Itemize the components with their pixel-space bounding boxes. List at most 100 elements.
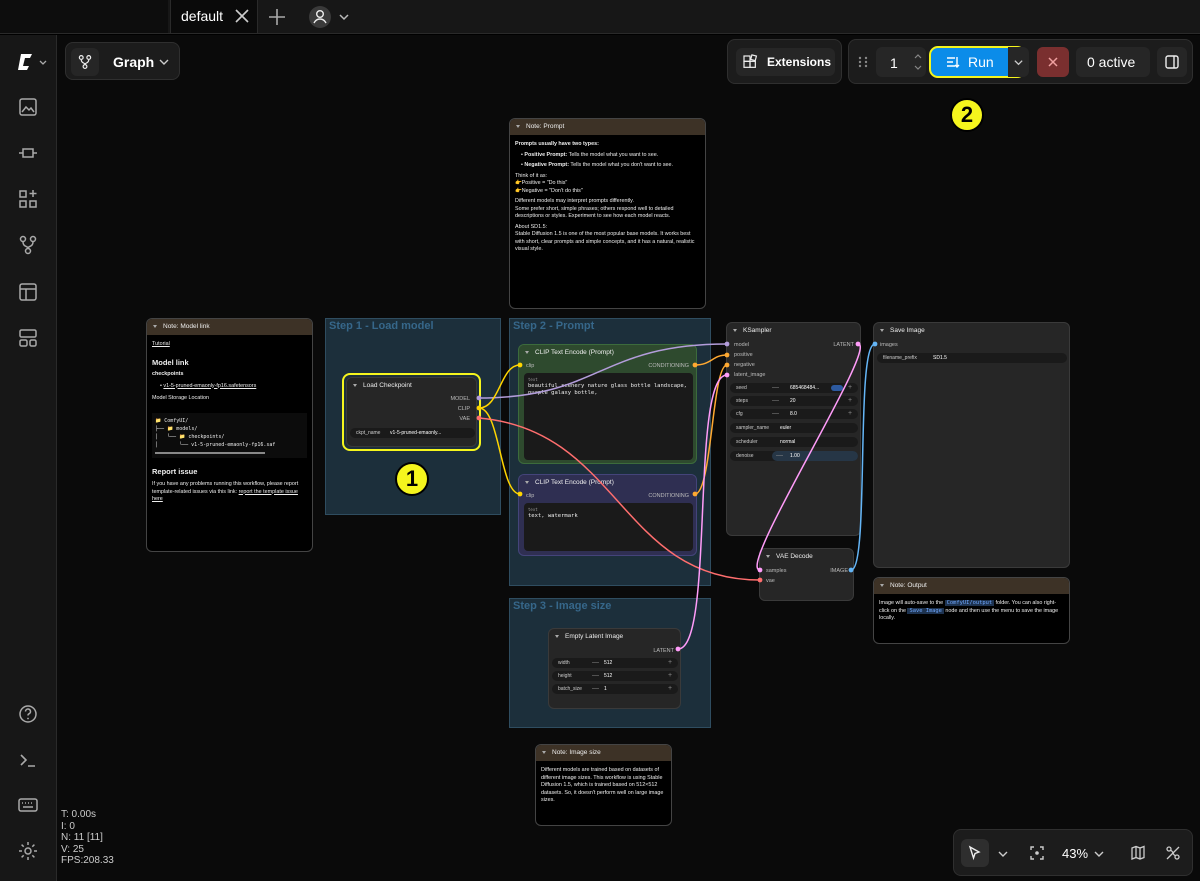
note-text: Stable Diffusion 1.5 is one of the most … [515,231,695,252]
seed-widget[interactable]: seed—685468484...+ [730,383,858,393]
input-negative[interactable]: negative [734,362,755,368]
node-load-checkpoint[interactable]: Load Checkpoint MODEL CLIP VAE ckpt_name… [346,377,477,447]
note-model-link[interactable]: Note: Model link Tutorial Model link che… [146,318,313,552]
node-ksampler[interactable]: KSampler model positive negative latent_… [726,322,861,536]
output-image[interactable]: IMAGE [830,568,848,574]
keyboard-icon[interactable] [16,793,40,817]
interrupt-button[interactable] [1037,47,1069,77]
input-positive[interactable]: positive [734,352,753,358]
fit-view-icon[interactable] [1029,845,1045,861]
code-line: ├── 📁 models/ [155,425,198,432]
canvas-controls: 43% [953,829,1193,876]
tab-label: default [181,8,224,24]
scrollbar[interactable] [155,451,265,454]
node-title: CLIP Text Encode (Prompt) [519,345,696,361]
chevron-down-icon[interactable] [997,848,1009,860]
templates-icon[interactable] [16,280,40,304]
input-images[interactable]: images [880,342,898,348]
output-model[interactable]: MODEL [450,396,470,402]
note-text: Tells the model what you don't want to s… [569,162,674,168]
note-text: Positive Prompt: [524,151,568,158]
input-model[interactable]: model [734,342,749,348]
user-icon[interactable] [306,4,352,30]
batch-count-input[interactable]: 1 [876,47,926,77]
models-icon[interactable] [16,141,40,165]
stat-fps: FPS:208.33 [61,855,114,866]
tutorial-link[interactable]: Tutorial [152,341,170,347]
node-vae-decode[interactable]: VAE Decode samples vae IMAGE [759,548,854,601]
hide-links-icon[interactable] [1165,845,1181,861]
layout-icon[interactable] [16,326,40,350]
highlight-box [342,373,481,451]
output-clip[interactable]: CLIP [457,406,470,412]
note-prompt[interactable]: Note: Prompt Prompts usually have two ty… [509,118,706,309]
input-clip[interactable]: clip [526,493,535,499]
widget-label: denoise [736,453,754,459]
comfy-logo-icon[interactable] [16,50,50,74]
stat-v: V: 25 [61,843,84,855]
widget-value: 20 [790,398,796,404]
queue-active-button[interactable]: 0 active [1076,47,1150,77]
node-empty-latent-image[interactable]: Empty Latent Image LATENT width—512+ hei… [548,628,681,709]
tab-blank[interactable] [0,0,168,33]
widget-value: euler [780,425,792,431]
chevron-down-icon[interactable] [1093,848,1105,860]
height-widget[interactable]: height—512+ [552,671,678,681]
output-latent[interactable]: LATENT [653,648,674,654]
workflows-icon[interactable] [16,233,40,257]
note-output[interactable]: Note: Output Image will auto-save to the… [873,577,1070,644]
prompt-textarea[interactable]: text beautiful scenery nature glass bott… [524,373,693,460]
code-line: │ └── 📁 checkpoints/ [155,433,225,440]
note-image-size[interactable]: Note: Image size Different models are tr… [535,744,672,826]
images-icon[interactable] [16,95,40,119]
close-icon[interactable] [233,7,251,25]
denoise-slider[interactable]: denoise—1.00 [730,451,858,461]
group-title: Step 1 - Load model [329,320,434,332]
ckpt-name-select[interactable]: ckpt_name v1-5-pruned-emaonly... [350,428,475,438]
input-vae[interactable]: vae [766,578,775,584]
output-vae[interactable]: VAE [459,416,470,422]
run-options-button[interactable] [1008,47,1029,77]
note-text: 👉Positive = "Do this" [515,180,568,186]
nodes-library-icon[interactable] [16,187,40,211]
tab-default[interactable]: default [170,0,258,33]
negative-prompt-textarea[interactable]: text text, watermark [524,503,693,551]
top-bar: default [0,0,1200,34]
select-tool-button[interactable] [961,839,989,867]
input-samples[interactable]: samples [766,568,787,574]
panel-toggle-button[interactable] [1157,47,1187,77]
terminal-icon[interactable] [16,748,40,772]
node-clip-text-encode-negative[interactable]: CLIP Text Encode (Prompt) clip CONDITION… [518,474,697,556]
minimap-icon[interactable] [1130,845,1146,861]
input-latent-image[interactable]: latent_image [734,372,766,378]
batch-size-widget[interactable]: batch_size—1+ [552,684,678,694]
report-issue-link[interactable]: report the template issue here [152,488,298,503]
output-conditioning[interactable]: CONDITIONING [648,363,689,369]
steps-widget[interactable]: steps—20+ [730,396,858,406]
model-file-link[interactable]: v1-5-pruned-emaonly-fp16.safetensors [163,382,257,389]
settings-gear-icon[interactable] [16,839,40,863]
output-conditioning[interactable]: CONDITIONING [648,493,689,499]
sidebar [0,35,57,881]
node-clip-text-encode-positive[interactable]: CLIP Text Encode (Prompt) clip CONDITION… [518,344,697,464]
input-clip[interactable]: clip [526,363,535,369]
output-latent[interactable]: LATENT [833,342,854,348]
extensions-button[interactable]: Extensions [736,48,835,76]
help-icon[interactable] [16,702,40,726]
view-mode-select[interactable]: Graph [65,42,180,80]
node-title: Load Checkpoint [347,378,476,394]
queue-icon [947,57,960,68]
cfg-widget[interactable]: cfg—8.0+ [730,409,858,419]
drag-handle-icon[interactable] [857,55,869,69]
widget-value: SD1.5 [933,355,947,361]
widget-value: 1.00 [790,453,800,459]
width-widget[interactable]: width—512+ [552,658,678,668]
randomize-toggle[interactable] [831,385,843,391]
stepper-icon[interactable] [913,51,923,73]
plus-icon[interactable] [264,4,290,30]
zoom-level[interactable]: 43% [1062,846,1089,861]
